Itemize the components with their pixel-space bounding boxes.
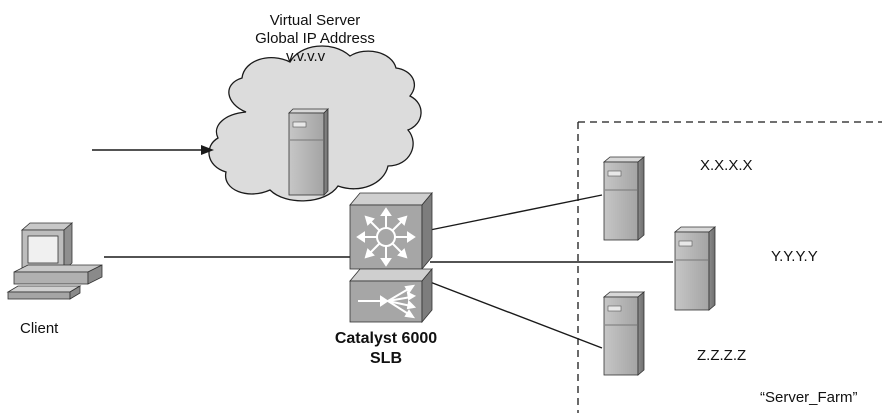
client-label: Client <box>20 320 59 337</box>
server-z-address: Z.Z.Z.Z <box>697 347 747 364</box>
server-z-link <box>429 281 603 349</box>
server-x-address: X.X.X.X <box>700 157 753 174</box>
switch-label: Catalyst 6000 SLB <box>316 329 456 369</box>
server-y-address: Y.Y.Y.Y <box>771 248 818 265</box>
virtual-server-icon <box>288 108 329 196</box>
switch-label-line2: SLB <box>370 350 402 367</box>
virtual-server-title-line2: Global IP Address <box>255 30 375 47</box>
traffic-arrow <box>92 145 214 155</box>
server-z-icon <box>602 291 646 376</box>
router-star-icon <box>356 207 416 267</box>
switch-label-line1: Catalyst 6000 <box>334 330 438 347</box>
virtual-server-title: Virtual Server Global IP Address <box>220 12 410 48</box>
connection-lines <box>104 194 673 349</box>
server-y-icon <box>673 226 717 311</box>
server-x-link <box>429 194 603 231</box>
server-farm-label: “Server_Farm” <box>760 389 858 406</box>
load-balancer-arrows-icon <box>358 284 417 319</box>
catalyst-switch-icon <box>349 191 433 324</box>
server-x-icon <box>602 156 646 241</box>
virtual-server-address: v.v.v.v <box>286 48 326 65</box>
server-farm-boundary <box>577 121 882 413</box>
client-computer-icon <box>6 222 103 300</box>
virtual-server-title-line1: Virtual Server <box>269 12 361 29</box>
